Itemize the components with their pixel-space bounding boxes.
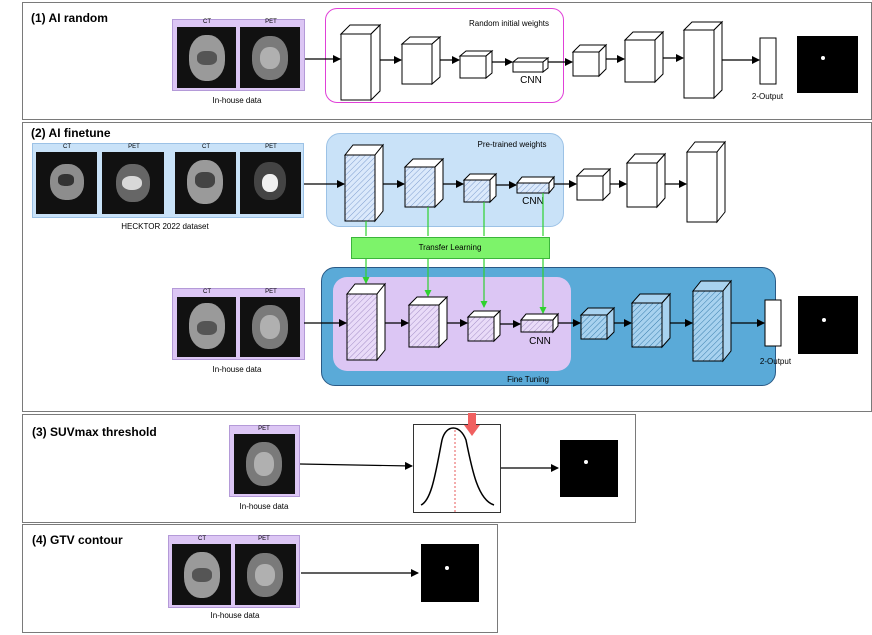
- p2-output-mask: [798, 296, 858, 354]
- p1-cnn-blocks: [339, 20, 724, 102]
- p1-output-label: 2-Output: [751, 92, 784, 101]
- panel3-title: (3) SUVmax threshold: [32, 425, 157, 439]
- transfer-learning-bar: [351, 237, 550, 259]
- p2-dataset-label: HECKTOR 2022 dataset: [121, 222, 209, 231]
- p2-pet2-image: [240, 152, 301, 214]
- panel-ai-random: [22, 2, 872, 120]
- p2-ct3-label: CT: [203, 289, 211, 295]
- p1-cnn-label: CNN: [520, 75, 542, 86]
- p2-output-label: 2-Output: [759, 357, 792, 366]
- p2-source-label: In-house data: [212, 365, 262, 374]
- panel1-title: (1) AI random: [31, 11, 108, 25]
- p2-ct2-image: [175, 152, 236, 214]
- p3-source-label: In-house data: [239, 502, 289, 511]
- p2-output-layer: [764, 299, 782, 347]
- p2-finetune-encoder-blocks: [345, 282, 560, 362]
- p1-output-mask: [797, 36, 858, 93]
- p1-ct-image: [177, 27, 236, 88]
- p4-pet-image: [235, 544, 296, 605]
- p3-pet-label: PET: [258, 426, 270, 432]
- p1-source-label: In-house data: [212, 96, 262, 105]
- p2-top-arrows: [304, 180, 687, 189]
- p3-arrows: [299, 461, 559, 472]
- p2-pretrained-blocks: [343, 143, 556, 223]
- p4-output-mask: [421, 544, 479, 602]
- random-weights-box: [325, 8, 564, 103]
- p2-finetune-decoder-blocks: [579, 279, 733, 363]
- threshold-arrow-icon: [464, 413, 480, 436]
- p2-pet2-label: PET: [265, 144, 277, 150]
- transfer-arrows: [362, 193, 547, 314]
- p4-ct-image: [172, 544, 231, 605]
- p3-pet-image: [234, 434, 295, 494]
- p2-decoder-blocks-top: [575, 140, 727, 224]
- p2-ct2-label: CT: [202, 144, 210, 150]
- p2-pet1-label: PET: [128, 144, 140, 150]
- p1-random-weights-label: Random initial weights: [468, 19, 550, 28]
- threshold-curve: [420, 427, 495, 506]
- fine-tuning-label: Fine Tuning: [507, 375, 549, 384]
- p3-output-mask: [560, 440, 618, 497]
- p2-pet3-image: [240, 297, 300, 357]
- p1-pet-label: PET: [265, 19, 277, 25]
- p1-ct-label: CT: [203, 19, 211, 25]
- p1-output-layer: [759, 37, 777, 85]
- p1-pet-image: [240, 27, 300, 88]
- p2-cnn-bottom-label: CNN: [529, 336, 551, 347]
- p1-arrows: [305, 54, 760, 66]
- p2-bottom-arrows: [304, 319, 765, 328]
- p4-source-label: In-house data: [210, 611, 260, 620]
- p2-pretrained-label: Pre-trained weights: [477, 140, 547, 149]
- p2-pet3-label: PET: [265, 289, 277, 295]
- p4-ct-label: CT: [198, 536, 206, 542]
- p2-ct1-image: [36, 152, 97, 214]
- panel4-title: (4) GTV contour: [32, 533, 123, 547]
- p2-ct1-label: CT: [63, 144, 71, 150]
- p2-pet1-image: [102, 152, 164, 214]
- p2-cnn-top-label: CNN: [522, 196, 544, 207]
- panel2-title: (2) AI finetune: [31, 126, 111, 140]
- p4-pet-label: PET: [258, 536, 270, 542]
- p2-ct3-image: [177, 297, 236, 357]
- transfer-learning-label: Transfer Learning: [418, 243, 482, 252]
